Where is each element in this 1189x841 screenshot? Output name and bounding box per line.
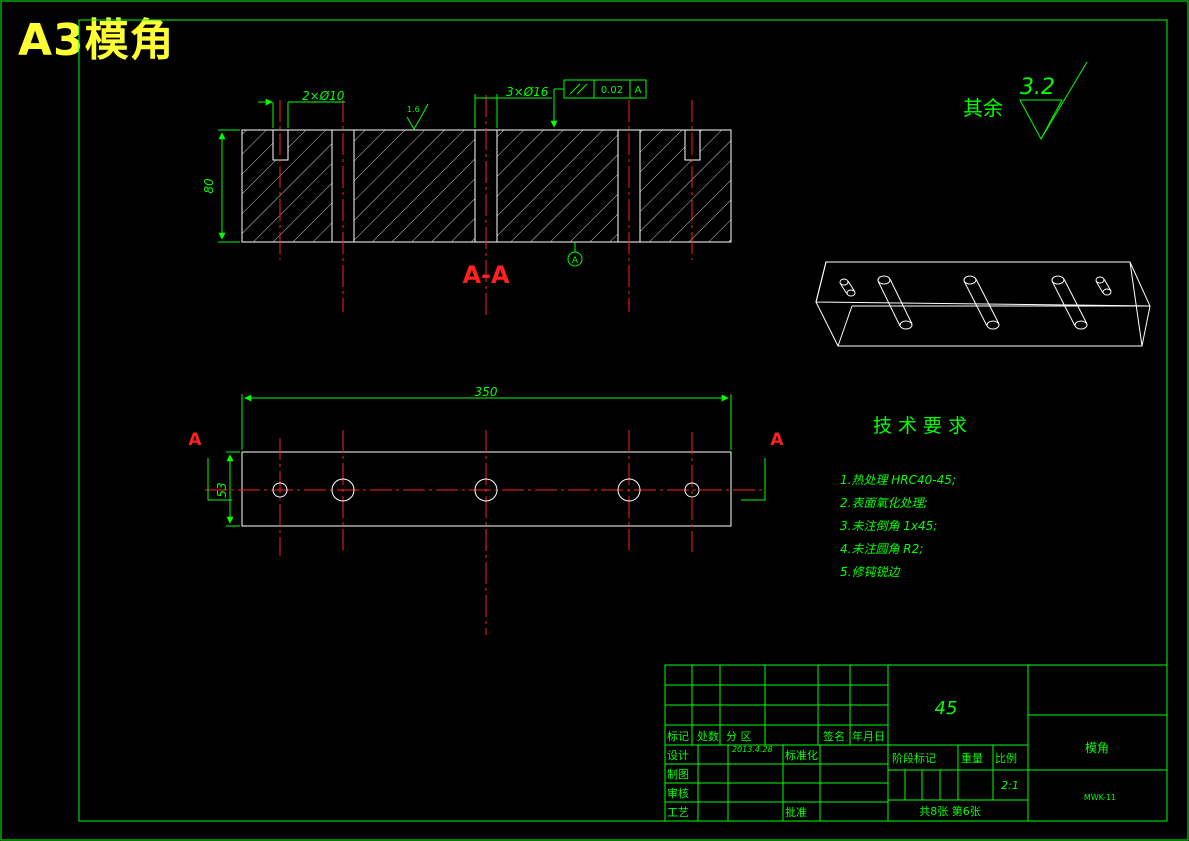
requirement-item: 2.表面氧化处理;	[840, 496, 928, 510]
datum-a: A	[572, 256, 579, 266]
title-block	[664, 664, 1168, 822]
large-hole-dim: 3×Ø16	[506, 85, 549, 99]
header-zone: 分 区	[726, 730, 752, 743]
role-design: 设计	[667, 749, 689, 762]
drawing-title-banner: A3模角	[18, 15, 175, 66]
roughness-1-6: 1.6	[407, 105, 420, 114]
requirements-title: 技 术 要 求	[873, 415, 967, 437]
header-mark: 标记	[667, 729, 689, 743]
header-sign: 签名	[823, 729, 845, 743]
tolerance-value: 0.02	[601, 85, 623, 96]
role-draw: 制图	[667, 768, 689, 781]
role-approve: 批准	[785, 805, 807, 819]
general-roughness: 其余 3.2	[963, 61, 1088, 141]
material: 45	[935, 698, 958, 719]
plan-view: 350 53 A A	[188, 385, 784, 635]
requirement-item: 5.修钝锐边	[840, 565, 901, 579]
role-standard: 标准化	[785, 748, 818, 762]
part-name: 模角	[1085, 741, 1109, 755]
tolerance-datum: A	[635, 85, 642, 96]
section-view: 80 2×Ø10 3×Ø16 1.6 0.02 A A A-A	[202, 79, 732, 315]
scale-value: 2:1	[1001, 779, 1019, 792]
roughness-prefix: 其余	[963, 96, 1003, 120]
isometric-view	[815, 261, 1151, 347]
roughness-value: 3.2	[1020, 75, 1055, 100]
length-dim-label: 350	[475, 385, 498, 399]
drawing-frame	[78, 19, 1168, 822]
requirement-item: 4.未注圆角 R2;	[840, 542, 923, 556]
role-check: 审核	[667, 786, 689, 800]
section-label: A-A	[462, 261, 510, 289]
ratio-label: 比例	[995, 751, 1017, 765]
width-dim-label: 53	[215, 482, 229, 497]
height-dim-label: 80	[202, 178, 216, 194]
drawing-number: MWK-11	[1084, 793, 1116, 802]
design-date: 2013.4.28	[732, 745, 773, 754]
technical-requirements: 技 术 要 求 1.热处理 HRC40-45; 2.表面氧化处理; 3.未注倒角…	[840, 415, 967, 579]
header-date: 年月日	[852, 729, 885, 743]
stage-mark: 阶段标记	[892, 751, 936, 765]
title-block-text: 标记 处数 分 区 签名 年月日 设计 2013.4.28 标准化 制图 审核 …	[667, 698, 1116, 819]
requirement-item: 1.热处理 HRC40-45;	[840, 473, 956, 487]
cut-label-left: A	[188, 430, 202, 450]
cut-label-right: A	[770, 430, 784, 450]
sheet-info: 共8张 第6张	[919, 804, 981, 818]
small-hole-dim: 2×Ø10	[302, 89, 345, 103]
weight-label: 重量	[961, 751, 983, 765]
header-count: 处数	[697, 730, 719, 743]
role-process: 工艺	[667, 806, 689, 819]
requirement-item: 3.未注倒角 1x45;	[840, 519, 937, 533]
